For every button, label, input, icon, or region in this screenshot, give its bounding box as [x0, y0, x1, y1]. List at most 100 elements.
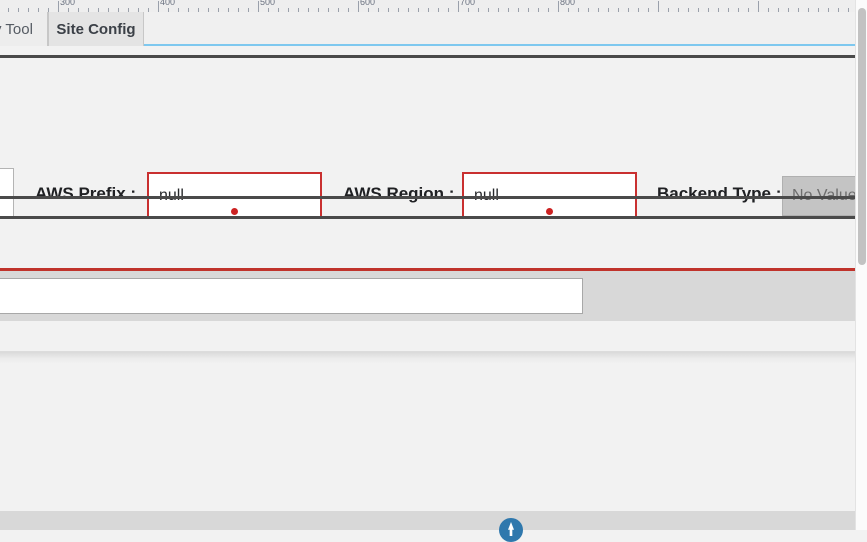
- ruler-minor-tick: [748, 8, 749, 12]
- info-badge-icon[interactable]: [499, 518, 523, 542]
- ruler-minor-tick: [48, 8, 49, 12]
- ruler-minor-tick: [788, 8, 789, 12]
- ruler-minor-tick: [578, 8, 579, 12]
- ruler-minor-tick: [138, 8, 139, 12]
- ruler-minor-tick: [768, 8, 769, 12]
- ruler-minor-tick: [538, 8, 539, 12]
- search-input[interactable]: [0, 278, 583, 314]
- lower-content-pane: [0, 321, 855, 352]
- ruler-minor-tick: [668, 8, 669, 12]
- vertical-scrollbar[interactable]: [855, 0, 867, 530]
- ruler-minor-tick: [328, 8, 329, 12]
- ruler-minor-tick: [348, 8, 349, 12]
- clipped-left-input[interactable]: [0, 168, 14, 218]
- ruler-minor-tick: [638, 8, 639, 12]
- aws-prefix-value: null: [159, 187, 184, 205]
- ruler-minor-tick: [598, 8, 599, 12]
- main-content-area: [0, 364, 855, 512]
- ruler-minor-tick: [428, 8, 429, 12]
- backend-type-value: No Value: [792, 187, 857, 205]
- ruler-minor-tick: [418, 8, 419, 12]
- ruler-minor-tick: [278, 8, 279, 12]
- ruler-label: 500: [260, 0, 276, 7]
- tab-site-config[interactable]: Site Config: [48, 12, 144, 46]
- ruler-major-tick: [258, 1, 259, 12]
- ruler-minor-tick: [68, 8, 69, 12]
- ruler-minor-tick: [208, 8, 209, 12]
- ruler-minor-tick: [618, 8, 619, 12]
- ruler-minor-tick: [838, 8, 839, 12]
- ruler-minor-tick: [108, 8, 109, 12]
- ruler-minor-tick: [608, 8, 609, 12]
- ruler-minor-tick: [568, 8, 569, 12]
- empty-section-strip: [0, 219, 855, 269]
- site-config-form: AWS Prefix : null AWS Region : null Back…: [0, 58, 867, 220]
- ruler-minor-tick: [808, 8, 809, 12]
- ruler-minor-tick: [848, 8, 849, 12]
- aws-region-label: AWS Region :: [343, 184, 455, 203]
- ruler-minor-tick: [778, 8, 779, 12]
- ruler-major-tick: [758, 1, 759, 12]
- ruler-minor-tick: [288, 8, 289, 12]
- aws-prefix-error-marker-icon: [231, 208, 238, 215]
- ruler-minor-tick: [28, 8, 29, 12]
- search-band: [0, 271, 855, 321]
- ruler-minor-tick: [318, 8, 319, 12]
- ruler-minor-tick: [528, 8, 529, 12]
- ruler-major-tick: [658, 1, 659, 12]
- ruler-minor-tick: [368, 8, 369, 12]
- ruler-major-tick: [58, 1, 59, 12]
- ruler-major-tick: [458, 1, 459, 12]
- ruler-minor-tick: [508, 8, 509, 12]
- ruler-minor-tick: [38, 8, 39, 12]
- ruler-minor-tick: [718, 8, 719, 12]
- ruler-minor-tick: [378, 8, 379, 12]
- ruler-minor-tick: [448, 8, 449, 12]
- backend-type-label: Backend Type :: [657, 184, 782, 203]
- ruler-minor-tick: [388, 8, 389, 12]
- ruler-minor-tick: [408, 8, 409, 12]
- ruler-minor-tick: [628, 8, 629, 12]
- ruler-minor-tick: [18, 8, 19, 12]
- tab-strip: y Tool Site Config: [0, 12, 855, 46]
- ruler-label: 700: [460, 0, 476, 7]
- ruler-minor-tick: [98, 8, 99, 12]
- toolbar-divider-top: [0, 55, 855, 58]
- ruler-minor-tick: [468, 8, 469, 12]
- ruler-label: 800: [560, 0, 576, 7]
- section-divider-upper: [0, 196, 855, 199]
- info-badge-glyph: [508, 522, 514, 536]
- aws-region-value: null: [474, 187, 499, 205]
- ruler-label: 600: [360, 0, 376, 7]
- ruler-minor-tick: [168, 8, 169, 12]
- ruler-major-tick: [558, 1, 559, 12]
- tab-y-tool[interactable]: y Tool: [0, 12, 48, 46]
- ruler-minor-tick: [178, 8, 179, 12]
- status-bar: [0, 511, 855, 530]
- ruler-minor-tick: [728, 8, 729, 12]
- ruler-minor-tick: [228, 8, 229, 12]
- ruler-minor-tick: [478, 8, 479, 12]
- ruler-minor-tick: [818, 8, 819, 12]
- ruler-minor-tick: [698, 8, 699, 12]
- ruler-minor-tick: [518, 8, 519, 12]
- ruler-minor-tick: [738, 8, 739, 12]
- tab-label: y Tool: [0, 20, 33, 38]
- ruler-major-tick: [158, 1, 159, 12]
- ruler-minor-tick: [268, 8, 269, 12]
- ruler-minor-tick: [198, 8, 199, 12]
- ruler-minor-tick: [678, 8, 679, 12]
- ruler-minor-tick: [298, 8, 299, 12]
- ruler-minor-tick: [488, 8, 489, 12]
- ruler-minor-tick: [78, 8, 79, 12]
- aws-region-error-marker-icon: [546, 208, 553, 215]
- ruler-minor-tick: [128, 8, 129, 12]
- ruler-minor-tick: [438, 8, 439, 12]
- ruler-minor-tick: [798, 8, 799, 12]
- vertical-scrollbar-thumb[interactable]: [858, 8, 866, 265]
- ruler-minor-tick: [398, 8, 399, 12]
- ruler-minor-tick: [548, 8, 549, 12]
- validation-rule-line: [0, 268, 855, 271]
- ruler-minor-tick: [588, 8, 589, 12]
